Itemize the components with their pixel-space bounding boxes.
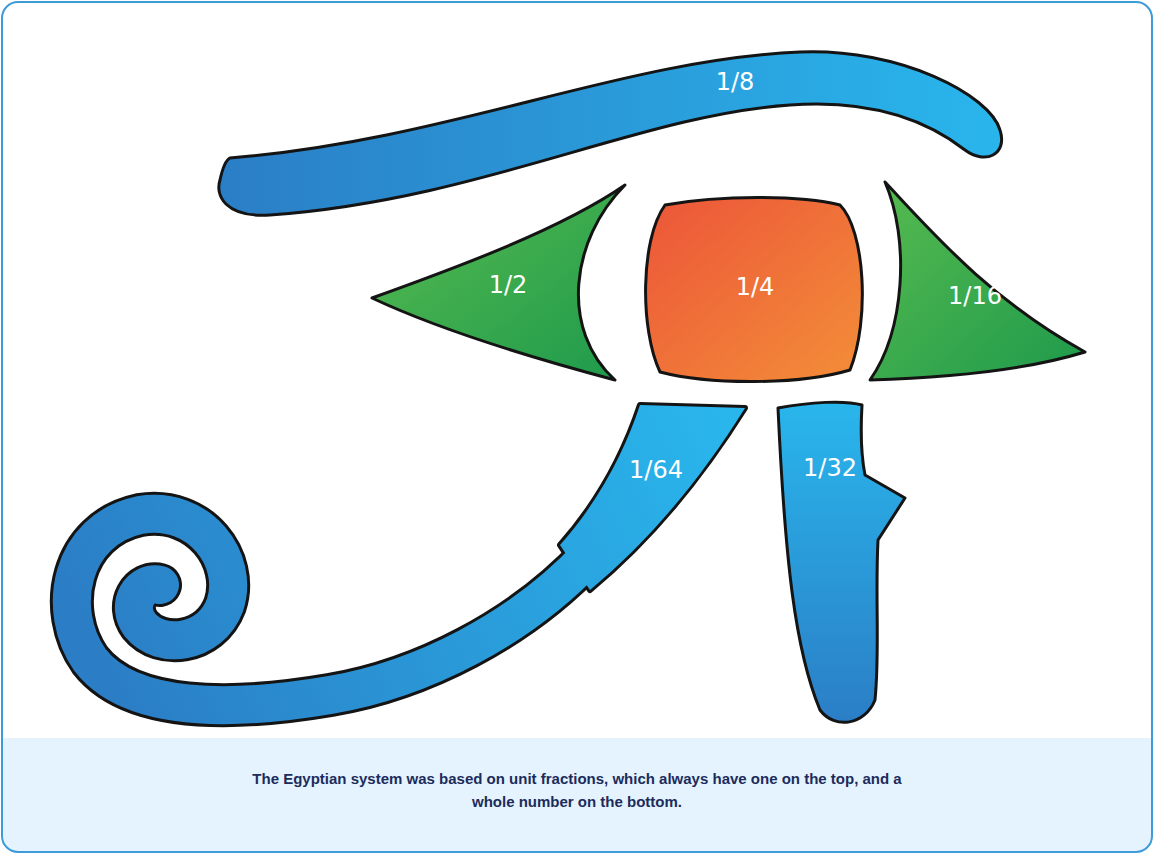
shape-outline bbox=[219, 52, 1002, 216]
spiral-tail-part-shape bbox=[50, 398, 750, 728]
left-eye-part: 1/2 bbox=[365, 180, 630, 385]
fraction-label: 1/2 bbox=[489, 273, 528, 297]
shape-outline bbox=[870, 182, 1085, 380]
shape-outline bbox=[646, 198, 863, 382]
shape-outline bbox=[778, 402, 905, 722]
caption-band bbox=[2, 738, 1152, 852]
caption-text: The Egyptian system was based on unit fr… bbox=[232, 768, 922, 813]
pupil-part: 1/4 bbox=[635, 192, 870, 387]
right-eye-part-shape bbox=[865, 178, 1090, 385]
tear-drop-part-shape bbox=[772, 398, 912, 733]
spiral-tail-part: 1/64 bbox=[50, 398, 750, 728]
shape-outline bbox=[72, 514, 590, 705]
shape-outline bbox=[372, 185, 625, 380]
fraction-label: 1/16 bbox=[948, 284, 1002, 308]
fraction-label: 1/64 bbox=[629, 458, 683, 482]
fraction-label: 1/4 bbox=[736, 275, 775, 299]
fraction-label: 1/8 bbox=[716, 70, 755, 94]
fraction-label: 1/32 bbox=[803, 456, 857, 480]
shape-outline bbox=[72, 514, 590, 705]
tear-drop-part: 1/32 bbox=[772, 398, 912, 733]
right-eye-part: 1/16 bbox=[865, 178, 1090, 385]
